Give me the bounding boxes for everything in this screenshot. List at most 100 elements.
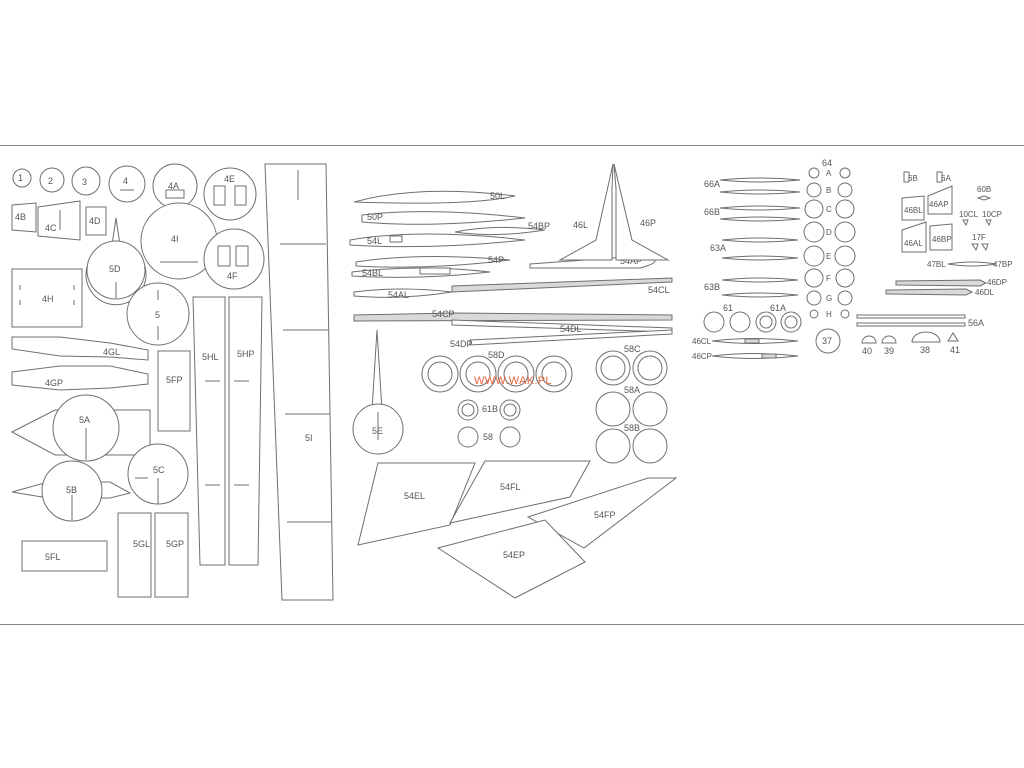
svg-text:39: 39 bbox=[884, 346, 894, 356]
part-17f: 17F bbox=[971, 233, 989, 252]
svg-text:4I: 4I bbox=[171, 234, 179, 244]
part-64-column: 64 A B C D E F G H bbox=[803, 158, 856, 319]
part-46p: 46P bbox=[613, 163, 670, 261]
svg-text:60B: 60B bbox=[977, 185, 991, 194]
svg-text:4: 4 bbox=[123, 176, 128, 186]
svg-text:4F: 4F bbox=[227, 271, 238, 281]
svg-text:61A: 61A bbox=[770, 303, 786, 313]
part-47bl-47bp: 47BL 47BP bbox=[927, 260, 1013, 269]
svg-text:D: D bbox=[826, 228, 832, 237]
svg-text:58: 58 bbox=[483, 432, 493, 442]
part-46dl: 46DL bbox=[885, 288, 995, 297]
svg-text:5FP: 5FP bbox=[166, 375, 183, 385]
part-5c: 5C bbox=[127, 443, 189, 505]
watermark-text: WWW.WAK.PL bbox=[474, 375, 552, 387]
part-39: 39 bbox=[881, 335, 897, 356]
part-58a: 58A bbox=[595, 385, 668, 427]
part-54cp: 54CP bbox=[353, 309, 673, 322]
part-54el: 54EL bbox=[357, 462, 476, 546]
part-4d: 4D bbox=[85, 206, 107, 236]
part-38: 38 bbox=[911, 331, 941, 355]
svg-text:37: 37 bbox=[822, 336, 832, 346]
part-4a: 4A bbox=[152, 163, 198, 209]
part-50l: 50L bbox=[353, 190, 516, 204]
part-3: 3 bbox=[71, 166, 101, 196]
part-54bp: 54BP bbox=[454, 221, 550, 236]
part-54p: 54P bbox=[355, 255, 511, 268]
svg-text:B: B bbox=[826, 186, 831, 195]
svg-text:54CP: 54CP bbox=[432, 309, 455, 319]
part-60b: 60B bbox=[976, 185, 992, 201]
svg-text:C: C bbox=[826, 205, 832, 214]
part-4e: 4E bbox=[203, 167, 257, 221]
part-4c: 4C bbox=[37, 200, 81, 241]
svg-text:46BP: 46BP bbox=[932, 235, 952, 244]
svg-text:47BP: 47BP bbox=[993, 260, 1013, 269]
svg-text:5A: 5A bbox=[79, 415, 90, 425]
sheet-top-border bbox=[0, 145, 1024, 146]
svg-text:5E: 5E bbox=[372, 426, 383, 436]
svg-text:66B: 66B bbox=[704, 207, 720, 217]
svg-text:G: G bbox=[826, 294, 832, 303]
part-58b: 58B bbox=[595, 423, 668, 464]
part-4gp: 4GP bbox=[11, 365, 149, 391]
part-10cp: 10CP bbox=[982, 210, 1002, 227]
svg-text:4D: 4D bbox=[89, 216, 101, 226]
svg-text:58A: 58A bbox=[624, 385, 640, 395]
svg-text:38: 38 bbox=[920, 345, 930, 355]
part-5b: 5B bbox=[11, 460, 132, 522]
svg-text:46AL: 46AL bbox=[904, 239, 923, 248]
part-61: 61 bbox=[703, 303, 751, 333]
svg-text:5GL: 5GL bbox=[133, 539, 150, 549]
svg-text:6A: 6A bbox=[941, 174, 951, 183]
svg-text:A: A bbox=[826, 169, 832, 178]
svg-text:10CP: 10CP bbox=[982, 210, 1002, 219]
svg-text:5B: 5B bbox=[66, 485, 77, 495]
svg-text:54L: 54L bbox=[367, 236, 382, 246]
svg-text:4H: 4H bbox=[42, 294, 54, 304]
svg-text:46CP: 46CP bbox=[692, 352, 712, 361]
part-54ep: 54EP bbox=[436, 519, 586, 599]
svg-text:5: 5 bbox=[155, 310, 160, 320]
part-5gp: 5GP bbox=[154, 512, 189, 598]
part-56a: 56A bbox=[856, 314, 984, 328]
part-63b: 63B bbox=[704, 277, 799, 298]
part-46al: 46AL bbox=[901, 221, 927, 253]
part-54cl: 54CL bbox=[451, 277, 673, 295]
part-61a: 61A bbox=[755, 303, 802, 333]
svg-text:5C: 5C bbox=[153, 465, 165, 475]
svg-text:5HP: 5HP bbox=[237, 349, 255, 359]
svg-text:47BL: 47BL bbox=[927, 260, 946, 269]
svg-text:50L: 50L bbox=[490, 191, 505, 201]
part-46cl: 46CL bbox=[692, 337, 799, 346]
svg-text:46P: 46P bbox=[640, 218, 656, 228]
svg-text:4GL: 4GL bbox=[103, 347, 120, 357]
part-5i: 5I bbox=[264, 163, 334, 601]
part-40: 40 bbox=[861, 335, 877, 356]
part-46cp: 46CP bbox=[692, 352, 799, 361]
part-46dp: 46DP bbox=[895, 278, 1007, 287]
part-66a: 66A bbox=[704, 177, 801, 195]
svg-text:4B: 4B bbox=[15, 212, 26, 222]
part-41: 41 bbox=[947, 332, 960, 355]
svg-text:54BL: 54BL bbox=[362, 268, 383, 278]
part-1: 1 bbox=[12, 168, 32, 188]
svg-text:41: 41 bbox=[950, 345, 960, 355]
part-5e: 5E bbox=[352, 329, 404, 455]
part-54al: 54AL bbox=[353, 288, 453, 300]
svg-text:46DP: 46DP bbox=[987, 278, 1007, 287]
svg-text:17F: 17F bbox=[972, 233, 986, 242]
svg-text:4E: 4E bbox=[224, 174, 235, 184]
part-5hl: 5HL bbox=[192, 296, 226, 566]
part-46l: 46L bbox=[558, 163, 614, 261]
svg-text:5D: 5D bbox=[109, 264, 121, 274]
svg-text:2: 2 bbox=[48, 176, 53, 186]
part-6a: 6A bbox=[936, 171, 951, 183]
part-5a: 5A bbox=[10, 394, 151, 462]
svg-text:5I: 5I bbox=[305, 433, 313, 443]
part-54l: 54L bbox=[349, 233, 526, 248]
svg-text:46AP: 46AP bbox=[929, 200, 949, 209]
svg-text:61: 61 bbox=[723, 303, 733, 313]
svg-text:58B: 58B bbox=[624, 423, 640, 433]
